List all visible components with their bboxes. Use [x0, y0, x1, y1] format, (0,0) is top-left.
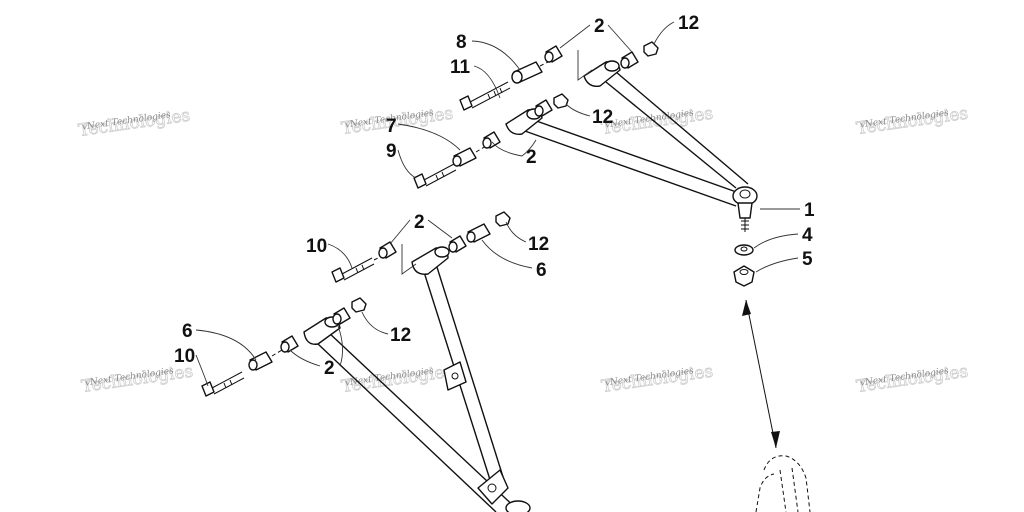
watermarks: Technologies vNext Technologies Technolo…: [77, 103, 970, 397]
nut: [495, 211, 511, 227]
callout-11: 11: [450, 57, 471, 78]
leader-lines: [195, 21, 800, 387]
bushing: [511, 61, 543, 84]
bolt: [331, 257, 375, 283]
watermark: Technologies vNext Technologies: [855, 103, 970, 139]
watermark: Technologies vNext Technologies: [855, 361, 970, 397]
upper-a-arm: [505, 60, 758, 232]
callout-7: 7: [386, 116, 397, 137]
watermark: Technologies vNext Technologies: [340, 103, 455, 139]
callout-12: 12: [592, 107, 613, 128]
lower-rear-hardware: [201, 297, 367, 397]
callout-10: 10: [306, 236, 327, 257]
callout-8: 8: [456, 32, 467, 53]
callouts: 8 11 2 12 7 9 12 2 1 4 5 2 10 12 6 6 12 …: [174, 13, 815, 379]
bolt: [201, 371, 245, 397]
watermark: Technologies vNext Technologies: [600, 103, 715, 139]
sleeve: [466, 223, 491, 243]
nut: [553, 93, 569, 109]
callout-9: 9: [386, 141, 397, 162]
lower-front-hardware: [331, 211, 511, 283]
bushing: [544, 45, 563, 63]
bushing: [332, 307, 351, 325]
callout-12: 12: [528, 234, 549, 255]
bushing: [620, 51, 639, 69]
nut: [351, 297, 367, 313]
callout-2: 2: [526, 147, 537, 168]
washer: [734, 244, 754, 256]
callout-1: 1: [804, 200, 815, 221]
castle-nut: [733, 265, 755, 287]
callout-2: 2: [324, 358, 335, 379]
nut: [643, 41, 659, 57]
callout-10: 10: [174, 346, 195, 367]
spindle: [755, 455, 811, 512]
callout-12: 12: [678, 13, 699, 34]
watermark: Technologies vNext Technologies: [77, 105, 192, 141]
callout-2: 2: [414, 212, 425, 233]
watermark: Technologies vNext Technologies: [340, 361, 455, 397]
bolt: [459, 81, 511, 111]
callout-6: 6: [536, 260, 547, 281]
lower-a-arm: [303, 246, 531, 512]
callout-12: 12: [390, 325, 411, 346]
bushing: [448, 235, 467, 253]
bushing: [534, 99, 553, 117]
bushing: [482, 131, 501, 149]
bushing: [378, 241, 397, 259]
bushing: [280, 335, 299, 353]
callout-6: 6: [182, 321, 193, 342]
callout-2: 2: [594, 16, 605, 37]
sleeve: [452, 147, 477, 167]
upper-rear-hardware: [413, 93, 569, 189]
callout-5: 5: [802, 249, 813, 270]
callout-4: 4: [802, 225, 813, 246]
bolt: [413, 163, 457, 189]
assembly-arrow: [742, 299, 780, 449]
watermark: Technologies vNext Technologies: [600, 361, 715, 397]
upper-front-hardware: [459, 41, 659, 111]
sleeve: [248, 351, 273, 371]
